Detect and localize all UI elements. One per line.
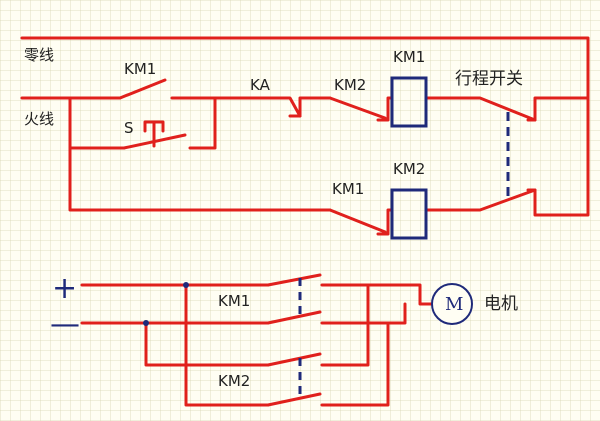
km1-coil-label: KM1 <box>393 48 425 66</box>
live-wire-label: 火线 <box>24 110 54 128</box>
power-wire <box>366 283 434 306</box>
km2-interlock-blade <box>328 96 387 120</box>
control-wire <box>188 96 217 150</box>
junction-dot <box>183 282 189 288</box>
km2-coil <box>390 188 428 240</box>
km2-power-contacts-label: KM2 <box>218 372 250 390</box>
control-wire <box>533 188 542 217</box>
minus-sign: — <box>50 307 80 342</box>
motor-circle <box>431 283 473 325</box>
power-wire <box>184 283 270 407</box>
km1-power-contact-upper <box>266 273 322 287</box>
motor-symbol: M <box>445 294 463 315</box>
km1-interlock-blade <box>328 208 387 234</box>
button-s-label: S <box>124 119 134 137</box>
junction-dot <box>143 320 149 326</box>
travel-switch-label: 行程开关 <box>455 69 523 89</box>
neutral-wire-label: 零线 <box>24 46 54 64</box>
km1-contact-top-label: KM1 <box>124 60 156 78</box>
control-circuit <box>20 36 590 236</box>
control-wire <box>288 96 332 118</box>
km1-power-contact-lower <box>266 310 322 325</box>
control-wire <box>533 96 590 122</box>
km1-interlock-label: KM1 <box>332 180 364 198</box>
travel-switch-lower-blade <box>424 188 537 212</box>
neutral-wire-line <box>20 36 590 217</box>
control-wire <box>376 96 394 122</box>
control-wire <box>376 208 394 236</box>
power-wire <box>320 321 390 407</box>
ka-contact-label: KA <box>250 76 271 94</box>
km1-coil <box>390 76 428 128</box>
km2-interlock-label: KM2 <box>334 76 366 94</box>
plus-sign: + <box>52 271 77 306</box>
km2-power-contact-upper <box>266 352 322 367</box>
km1-power-contacts-label: KM1 <box>218 292 250 310</box>
power-circuit <box>80 273 434 407</box>
motor-label: 电机 <box>484 294 518 314</box>
travel-switch-upper-blade <box>424 96 537 122</box>
km2-coil-label: KM2 <box>393 160 425 178</box>
ka-contact-blade <box>245 96 302 118</box>
power-wire <box>320 283 370 367</box>
power-wire <box>386 302 407 325</box>
power-wire <box>144 321 270 367</box>
km2-power-contact-lower <box>266 392 322 407</box>
km1-hold-contact-blade <box>118 78 167 100</box>
control-wire <box>68 146 332 212</box>
